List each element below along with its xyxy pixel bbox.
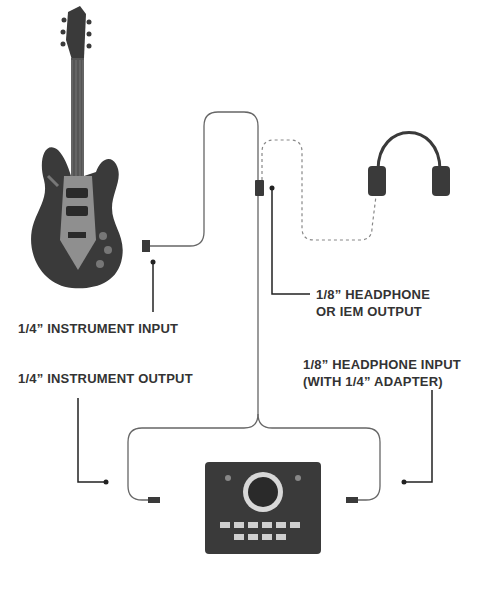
callout-label: 1/8” HEADPHONE INPUT (WITH 1/4” ADAPTER) xyxy=(303,356,493,390)
guitar xyxy=(31,6,123,288)
callout-label: 1/8” HEADPHONE OR IEM OUTPUT xyxy=(316,286,450,320)
headphones xyxy=(368,133,450,197)
callout-label: 1/4” INSTRUMENT OUTPUT xyxy=(18,370,193,387)
plug xyxy=(346,497,358,503)
callout-label: 1/4” INSTRUMENT INPUT xyxy=(18,320,178,337)
plug xyxy=(148,497,160,503)
headphone-cable xyxy=(262,140,376,240)
audio-interface xyxy=(205,462,321,554)
plug xyxy=(142,240,150,252)
plug xyxy=(255,180,264,196)
